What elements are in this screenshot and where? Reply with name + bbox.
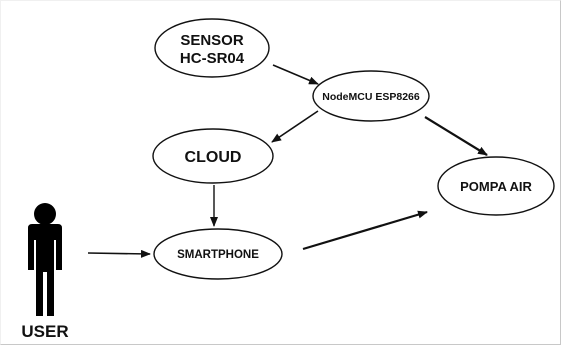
node-sensor-line1: SENSOR	[180, 32, 244, 49]
node-nodemcu: NodeMCU ESP8266	[312, 70, 430, 122]
node-cloud-label: CLOUD	[185, 149, 242, 166]
edge-smartphone-to-pompa	[302, 210, 428, 251]
edge-nodemcu-to-pompa	[424, 116, 488, 156]
edge-nodemcu-to-cloud	[271, 110, 319, 143]
user-figure-icon	[28, 203, 62, 316]
node-smartphone: SMARTPHONE	[153, 228, 283, 280]
node-sensor-line2: HC-SR04	[180, 50, 245, 67]
node-pompa-label: POMPA AIR	[460, 179, 532, 194]
edge-sensor-to-nodemcu	[272, 64, 319, 85]
node-pompa: POMPA AIR	[437, 156, 555, 216]
node-smartphone-label: SMARTPHONE	[177, 249, 259, 261]
edge-user-to-smartphone	[87, 249, 151, 258]
node-sensor: SENSOR HC-SR04	[154, 18, 270, 78]
node-cloud: CLOUD	[152, 128, 274, 184]
user-label: USER	[21, 322, 68, 341]
node-nodemcu-label: NodeMCU ESP8266	[322, 91, 420, 103]
